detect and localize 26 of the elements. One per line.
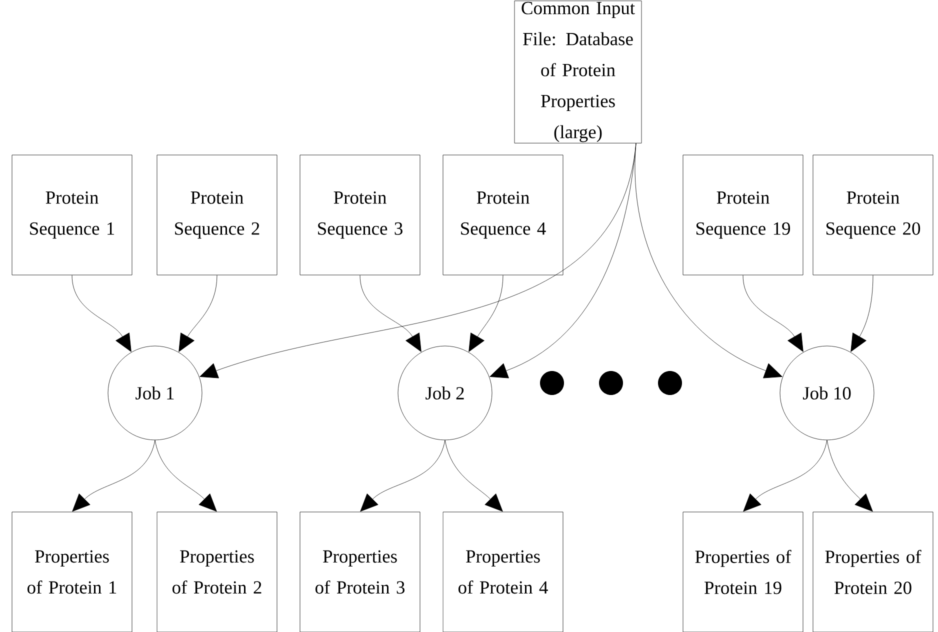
process-box: Properties of Protein 20 xyxy=(812,512,934,632)
arrow xyxy=(72,275,132,352)
arrow xyxy=(468,275,504,352)
arrow xyxy=(743,440,828,512)
arrow xyxy=(360,275,422,352)
arrow xyxy=(444,440,503,512)
process-box: Protein Sequence 4 xyxy=(442,154,564,276)
arrow xyxy=(178,275,218,352)
process-box: Protein Sequence 19 xyxy=(682,154,804,276)
process-box: Protein Sequence 2 xyxy=(156,154,278,276)
process-box: Properties of Protein 19 xyxy=(682,512,804,632)
process-box: Properties of Protein 4 xyxy=(442,512,564,632)
arrow xyxy=(742,275,804,352)
arrow xyxy=(154,440,217,512)
process-box: Protein Sequence 1 xyxy=(12,154,132,276)
arrow xyxy=(72,440,156,512)
input-file-box: Common Input File: Database of Protein Properties (large) xyxy=(514,0,642,144)
process-box: Properties of Protein 3 xyxy=(300,512,420,632)
process-box: Properties of Protein 2 xyxy=(156,512,278,632)
process-box: Protein Sequence 3 xyxy=(300,154,420,276)
arrow xyxy=(826,440,873,512)
arrow xyxy=(360,440,446,512)
arrow xyxy=(634,143,782,378)
process-box: Protein Sequence 20 xyxy=(812,154,934,276)
process-box: Properties of Protein 1 xyxy=(12,512,132,632)
arrow xyxy=(850,275,874,352)
